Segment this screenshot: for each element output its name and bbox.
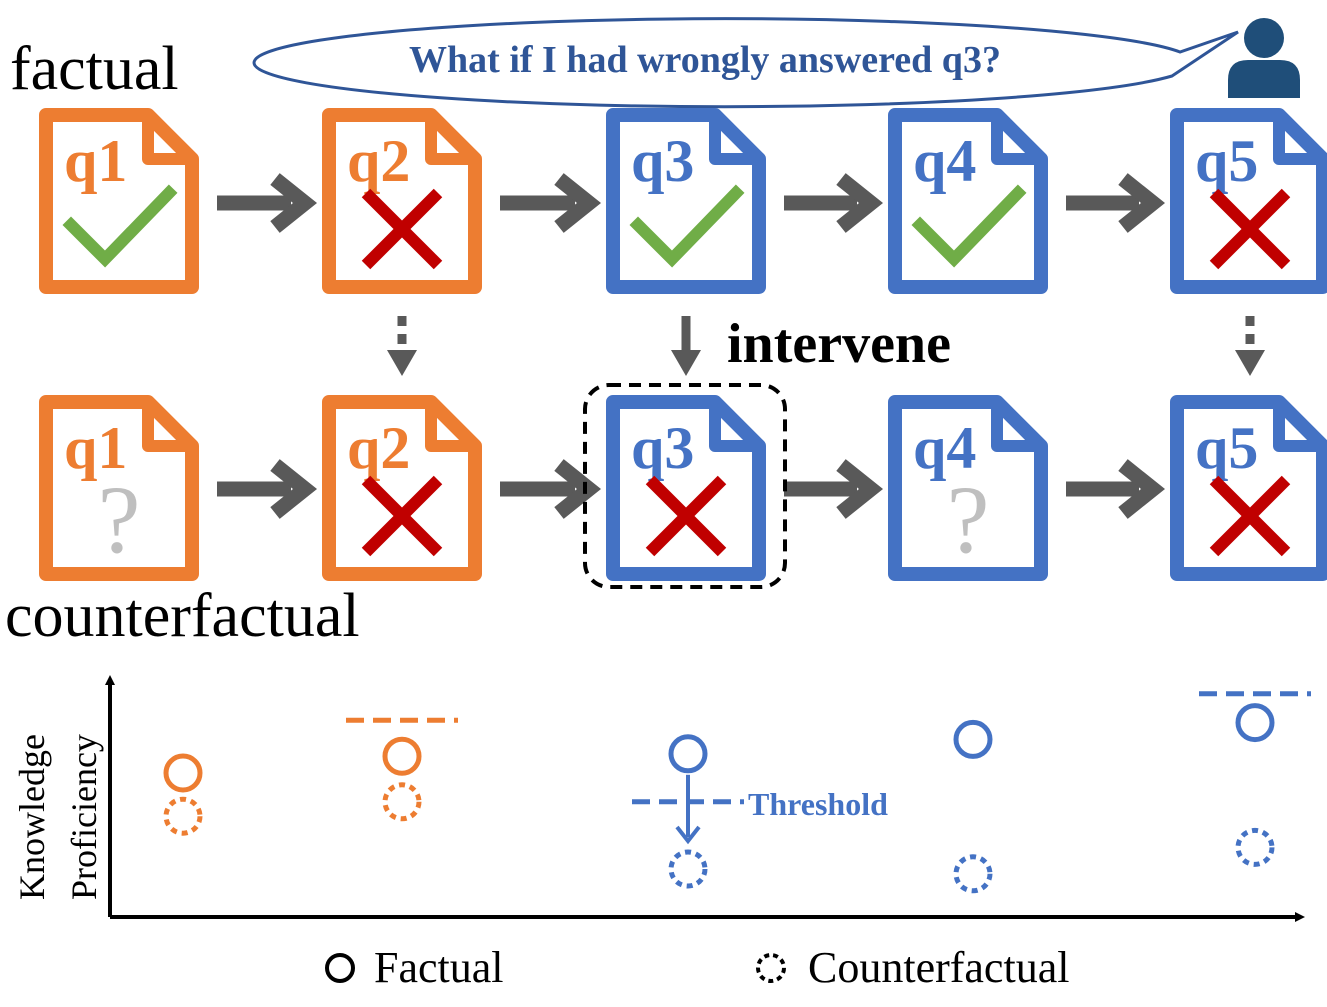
factual-row-label: factual <box>10 35 179 103</box>
speech-bubble: What if I had wrongly answered q3? <box>252 17 1239 109</box>
question-mark-icon: ? <box>947 466 990 573</box>
factual-point <box>953 719 993 759</box>
legend-counterfactual-marker <box>756 953 786 983</box>
down-arrow-icon <box>671 316 701 376</box>
counterfactual-point <box>163 796 203 836</box>
down-arrow-icon <box>1235 316 1265 376</box>
counterfactual-point <box>382 782 422 822</box>
cross-icon <box>361 475 443 557</box>
page-fold-icon <box>1273 402 1323 452</box>
right-arrow-icon <box>1066 173 1166 233</box>
page-fold-icon <box>425 402 475 452</box>
question-label: q4 <box>913 128 976 194</box>
proficiency-column-4 <box>953 719 993 894</box>
factual-doc-q1: q1 <box>39 108 199 294</box>
speech-text: What if I had wrongly answered q3? <box>409 39 1001 81</box>
user-icon <box>1228 18 1300 98</box>
question-label: q2 <box>347 128 410 194</box>
legend-counterfactual-label: Counterfactual <box>808 943 1069 992</box>
counterfactual-doc-q4: q4? <box>888 395 1048 581</box>
question-label: q1 <box>64 415 127 481</box>
check-icon <box>911 184 1027 268</box>
counterfactual-doc-q1: q1? <box>39 395 199 581</box>
question-label: q1 <box>64 128 127 194</box>
down-arrow-icon <box>387 316 417 376</box>
page-fold-icon <box>1273 115 1323 165</box>
factual-point <box>382 736 422 776</box>
proficiency-column-5 <box>1199 691 1311 867</box>
sequence-arrows <box>217 173 1166 519</box>
intervention-box <box>583 383 787 589</box>
intervention-arrows <box>387 316 1265 376</box>
proficiency-column-3 <box>632 734 744 889</box>
proficiency-plot: Knowledge Proficiency Threshold <box>12 675 1311 922</box>
right-arrow-icon <box>217 173 318 233</box>
factual-doc-q3: q3 <box>606 108 766 294</box>
factual-doc-q5: q5 <box>1170 108 1327 294</box>
cross-icon <box>361 188 443 270</box>
page-fold-icon <box>991 402 1041 452</box>
page-fold-icon <box>709 115 759 165</box>
right-arrow-icon <box>500 459 602 519</box>
page-fold-icon <box>991 115 1041 165</box>
check-icon <box>62 184 178 268</box>
right-arrow-icon <box>500 173 602 233</box>
y-axis-label-line2: Proficiency <box>64 734 104 900</box>
counterfactual-point <box>953 854 993 894</box>
legend-factual-label: Factual <box>374 943 504 992</box>
factual-point <box>668 734 708 774</box>
right-arrow-icon <box>217 459 318 519</box>
right-arrow-icon <box>1066 459 1166 519</box>
page-fold-icon <box>142 115 192 165</box>
counterfactual-doc-q3: q3 <box>606 395 766 581</box>
question-label: q3 <box>631 128 694 194</box>
factual-doc-q2: q2 <box>322 108 482 294</box>
question-mark-icon: ? <box>98 466 141 573</box>
factual-row: q1 q2 q3 q4 q5 <box>39 108 1327 294</box>
legend: Factual Counterfactual <box>325 943 1069 992</box>
factual-doc-q4: q4 <box>888 108 1048 294</box>
counterfactual-point <box>668 849 708 889</box>
page-fold-icon <box>709 402 759 452</box>
question-label: q3 <box>631 415 694 481</box>
question-label: q5 <box>1195 415 1258 481</box>
right-arrow-icon <box>784 459 884 519</box>
check-icon <box>629 184 745 268</box>
threshold-label: Threshold <box>748 786 888 822</box>
counterfactual-point <box>1235 827 1275 867</box>
counterfactual-row-label: counterfactual <box>5 582 360 650</box>
question-label: q4 <box>913 415 976 481</box>
counterfactual-doc-q5: q5 <box>1170 395 1327 581</box>
proficiency-column-1 <box>163 753 203 836</box>
counterfactual-row: q1? q2 q3 q4? q5 <box>39 395 1327 581</box>
legend-factual-marker <box>325 953 355 983</box>
counterfactual-doc-q2: q2 <box>322 395 482 581</box>
cross-icon <box>1209 188 1291 270</box>
page-fold-icon <box>142 402 192 452</box>
factual-point <box>1235 703 1275 743</box>
plot-marks <box>163 691 1311 894</box>
right-arrow-icon <box>784 173 884 233</box>
question-label: q5 <box>1195 128 1258 194</box>
cross-icon <box>645 475 727 557</box>
question-label: q2 <box>347 415 410 481</box>
proficiency-column-2 <box>346 717 458 822</box>
y-axis-label-line1: Knowledge <box>12 734 52 900</box>
factual-point <box>163 753 203 793</box>
intervene-label: intervene <box>727 313 951 375</box>
cross-icon <box>1209 475 1291 557</box>
page-fold-icon <box>425 115 475 165</box>
